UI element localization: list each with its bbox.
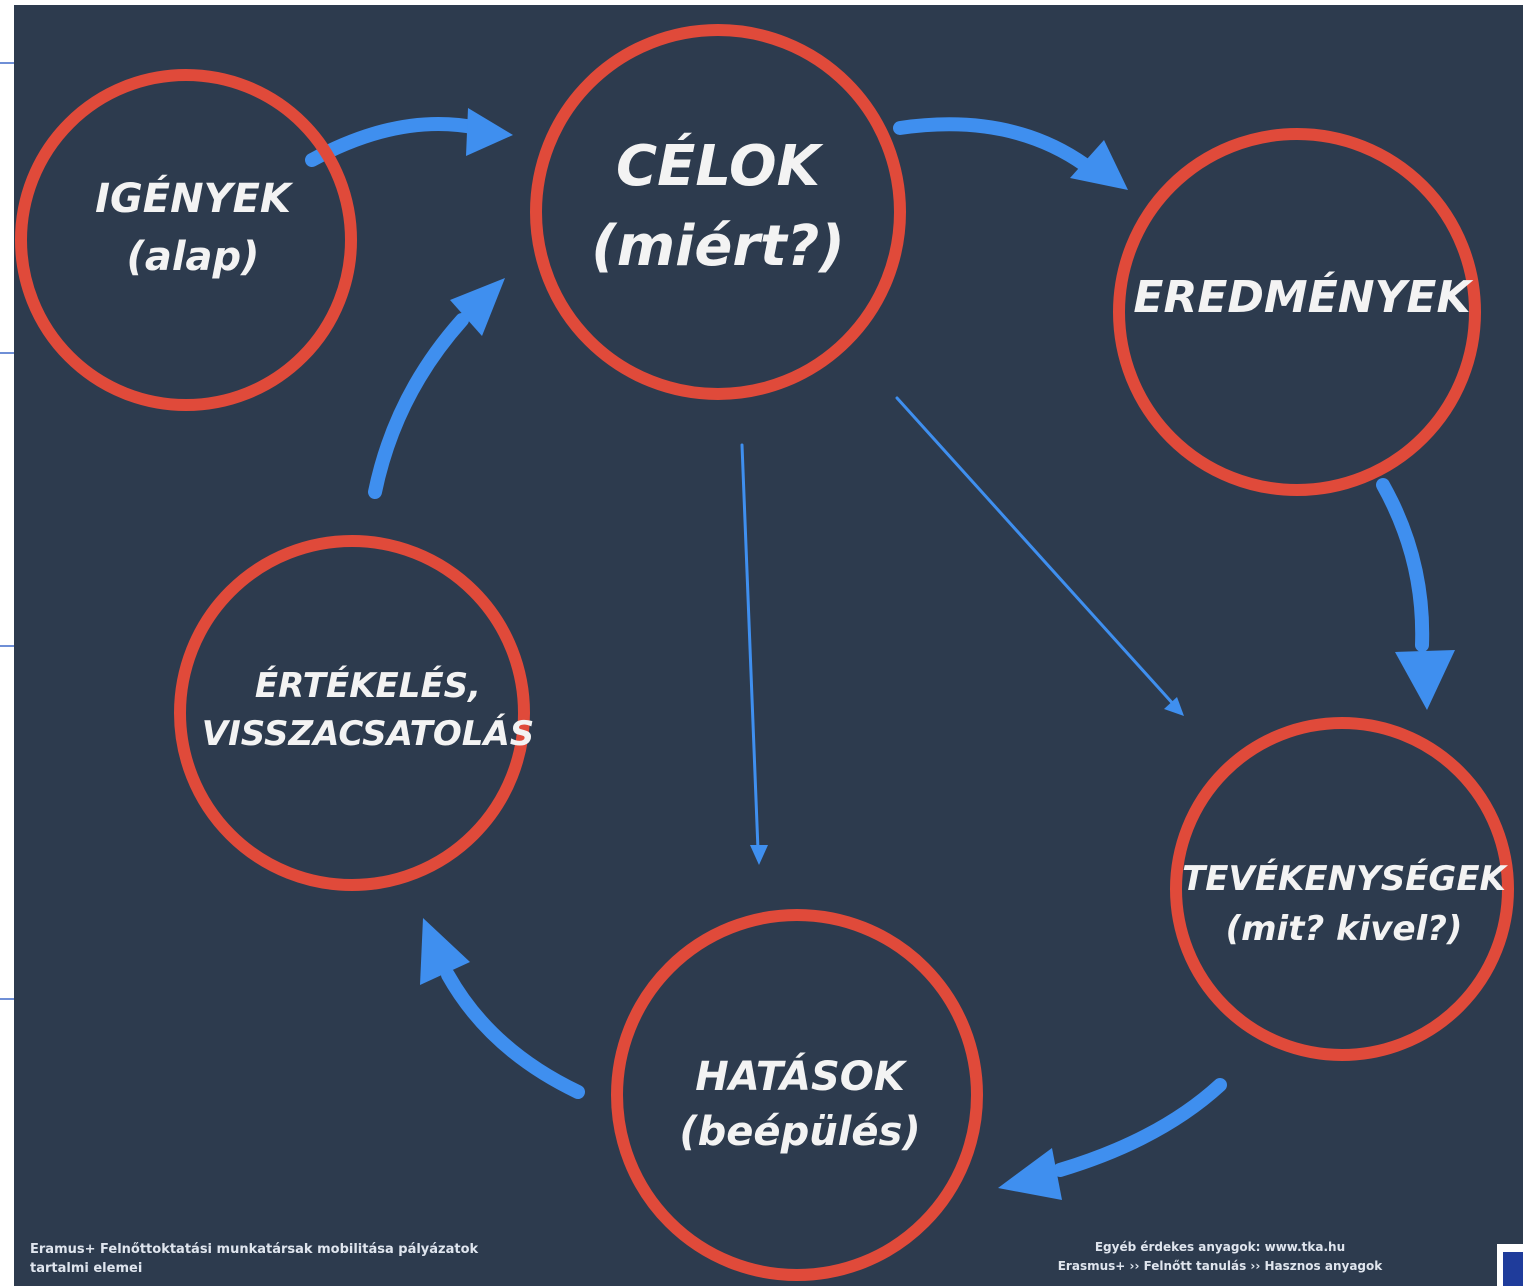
node-celok-title: CÉLOK xyxy=(616,133,824,199)
arrowhead xyxy=(1070,140,1128,190)
footer-left-note: Eramus+ Felnőttoktatási munkatársak mobi… xyxy=(30,1240,610,1278)
arrowhead xyxy=(1395,650,1455,710)
arrowhead xyxy=(998,1148,1062,1200)
node-ertekeles: ÉRTÉKELÉS, VISSZACSATOLÁS xyxy=(174,535,535,891)
arrowhead xyxy=(420,918,470,985)
node-igenyek-title: IGÉNYEK xyxy=(95,174,294,222)
arrowhead xyxy=(1164,697,1184,716)
arrow-celok-to-hatasok xyxy=(740,443,760,852)
footer-left-line: Eramus+ Felnőttoktatási munkatársak mobi… xyxy=(30,1242,479,1257)
node-celok-subtitle: (miért?) xyxy=(591,214,845,279)
node-igenyek-subtitle: (alap) xyxy=(127,234,260,280)
footer-left-line: tartalmi elemei xyxy=(30,1261,143,1276)
node-tevekenysegek-title: TEVÉKENYSÉGEK xyxy=(1182,858,1508,899)
node-celok: CÉLOK (miért?) xyxy=(530,24,906,400)
arrowhead xyxy=(450,278,505,336)
arrow-celok-to-tevekenysegek xyxy=(895,396,1177,708)
node-hatasok-title: HATÁSOK xyxy=(695,1052,908,1100)
footer-right-note: Egyéb érdekes anyagok: www.tka.hu Erasmu… xyxy=(990,1238,1450,1276)
node-tevekenysegek: TEVÉKENYSÉGEK (mit? kivel?) xyxy=(1170,717,1514,1061)
node-eredmenyek: EREDMÉNYEK xyxy=(1113,128,1481,496)
node-hatasok-subtitle: (beépülés) xyxy=(679,1109,920,1155)
node-tevekenysegek-subtitle: (mit? kivel?) xyxy=(1226,909,1463,949)
left-edge-line xyxy=(0,998,14,1000)
arrow-igenyek-to-celok xyxy=(305,117,485,167)
arrowhead xyxy=(466,108,513,156)
left-edge-line xyxy=(0,352,14,354)
node-eredmenyek-title: EREDMÉNYEK xyxy=(1133,270,1473,323)
arrow-ertekeles-to-celok xyxy=(368,313,469,499)
node-hatasok: HATÁSOK (beépülés) xyxy=(611,909,983,1281)
arrow-hatasok-to-ertekeles xyxy=(441,968,585,1099)
left-edge-line xyxy=(0,645,14,647)
eu-flag-icon xyxy=(1503,1252,1523,1286)
arrow-celok-to-eredmenyek xyxy=(893,117,1092,172)
left-edge-line xyxy=(0,62,14,64)
arrow-tevekenysegek-to-hatasok xyxy=(1053,1078,1227,1177)
node-ertekeles-title: ÉRTÉKELÉS, xyxy=(255,665,481,706)
footer-right-line: Egyéb érdekes anyagok: www.tka.hu xyxy=(1094,1240,1346,1254)
diagram-background xyxy=(14,5,1523,1286)
footer-right-line: Erasmus+ ›› Felnőtt tanulás ›› Hasznos a… xyxy=(1057,1259,1383,1273)
arrow-eredmenyek-to-tevekenysegek xyxy=(1376,478,1430,652)
node-ertekeles-subtitle: VISSZACSATOLÁS xyxy=(202,713,535,754)
arrowhead xyxy=(750,845,768,865)
node-igenyek: IGÉNYEK (alap) xyxy=(15,69,357,411)
